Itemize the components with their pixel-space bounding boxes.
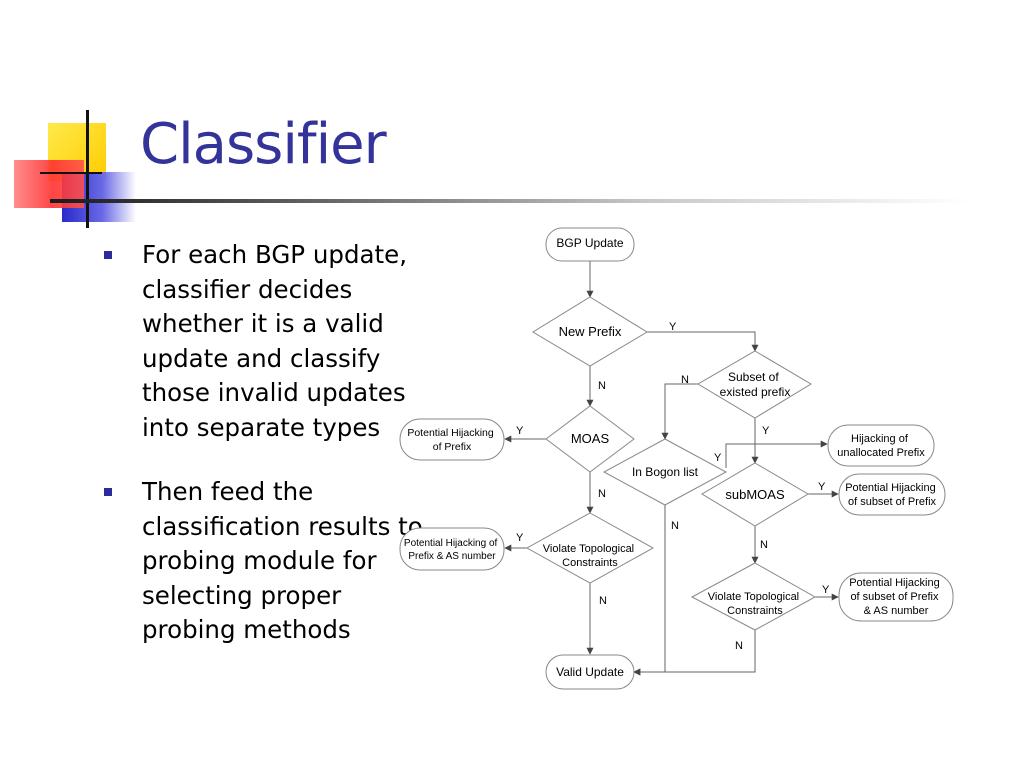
- node-violate-2-line: Constraints: [727, 605, 783, 617]
- svg-text:Potential Hijacking of P: Potential Hijacking of Prefix: [407, 427, 496, 453]
- edge-label-submoas-y: Y: [818, 481, 826, 493]
- node-violate-1-line: Violate Topological: [543, 543, 634, 555]
- svg-text:In Bogon list: In Bogon list: [632, 465, 699, 479]
- edge-violate2-n-to-valid: [633, 630, 756, 676]
- bullet-square-icon: [104, 488, 112, 496]
- title-underline: [50, 199, 970, 203]
- edge-label-subset-n: N: [681, 374, 689, 386]
- node-valid-update: Valid Update: [545, 654, 635, 690]
- bullet-text: Then feed the classification results to …: [142, 477, 423, 644]
- slide-title: Classifier: [140, 112, 387, 177]
- edge-label-bogon-n: N: [671, 520, 679, 532]
- svg-text:Potential Hijacking of P: Potential Hijacking of Prefix & AS numbe…: [404, 538, 500, 562]
- node-subset: Subset of existed prefix: [697, 350, 812, 419]
- node-unallocated-line: Hijacking of: [851, 433, 909, 445]
- node-hijack-subset-as-line: Potential Hijacking: [849, 577, 940, 589]
- edge-label-subset-y: Y: [762, 425, 770, 437]
- flowchart-edges: [504, 261, 839, 676]
- svg-text:Potential Hijacking of s: Potential Hijacking of subset of Prefix: [845, 482, 939, 508]
- node-new-prefix: New Prefix: [532, 296, 648, 367]
- edge-newprefix-y-to-subset: [647, 331, 759, 352]
- edge-label-moas-n: N: [598, 488, 606, 500]
- node-hijack-prefix: Potential Hijacking of Prefix: [399, 418, 505, 461]
- edge-label-bogon-y: Y: [714, 452, 722, 464]
- node-violate-2-line: Violate Topological: [708, 591, 799, 603]
- node-violate-topological-1: Violate Topological Constraints: [525, 512, 655, 584]
- node-violate-1-line: Constraints: [562, 557, 618, 569]
- bullet-item: For each BGP update, classifier decides …: [100, 238, 430, 445]
- node-hijack-prefix-line: of Prefix: [433, 441, 472, 453]
- node-moas-label: MOAS: [571, 431, 610, 446]
- node-hijack-subset-as-line: & AS number: [864, 605, 929, 617]
- node-valid-update-label: Valid Update: [556, 665, 624, 679]
- edge-label-moas-y: Y: [516, 425, 524, 437]
- svg-text:subMOAS: subMOAS: [725, 487, 785, 502]
- svg-text:Valid Update: Valid Update: [556, 665, 624, 679]
- node-violate-topological-2: Violate Topological Constraints: [690, 562, 817, 631]
- node-hijack-subset-line: of subset of Prefix: [848, 496, 937, 508]
- node-unallocated-line: unallocated Prefix: [837, 447, 925, 459]
- bullet-square-icon: [104, 251, 112, 259]
- edge-label-newprefix-n: N: [598, 380, 606, 392]
- node-subset-line: existed prefix: [720, 385, 791, 399]
- edge-label-violate1-n: N: [599, 595, 607, 607]
- svg-text:Violate Topological Cons: Violate Topological Constraints: [543, 543, 637, 569]
- edge-label-violate2-y: Y: [822, 584, 830, 596]
- node-hijack-subset-as-line: of subset of Prefix: [850, 591, 939, 603]
- node-submoas-label: subMOAS: [725, 487, 785, 502]
- node-hijack-prefix-as: Potential Hijacking of Prefix & AS numbe…: [399, 527, 505, 571]
- edge-subset-n-to-bogon: [661, 383, 698, 440]
- edge-label-submoas-n: N: [760, 539, 768, 551]
- node-hijack-prefix-line: Potential Hijacking: [407, 427, 494, 439]
- svg-text:New Prefix: New Prefix: [559, 324, 622, 339]
- decor-vertical-line: [86, 110, 89, 228]
- bullet-item: Then feed the classification results to …: [100, 475, 430, 648]
- bullet-text: For each BGP update, classifier decides …: [142, 240, 407, 442]
- svg-text:Potential Hijacking of s: Potential Hijacking of subset of Prefix …: [849, 577, 943, 617]
- node-new-prefix-label: New Prefix: [559, 324, 622, 339]
- node-submoas: subMOAS: [701, 462, 809, 527]
- svg-text:MOAS: MOAS: [571, 431, 610, 446]
- node-hijack-prefix-as-line: Potential Hijacking of: [404, 538, 498, 549]
- edge-bogon-n-to-valid: [633, 505, 666, 676]
- edge-label-violate1-y: Y: [516, 532, 524, 544]
- svg-text:Hijacking of unallocated: Hijacking of unallocated Prefix: [837, 433, 925, 459]
- edge-labels: Y N N Y Y N Y N Y N Y N Y N: [516, 321, 830, 652]
- node-hijack-subset-line: Potential Hijacking: [845, 482, 936, 494]
- bullet-list: For each BGP update, classifier decides …: [100, 238, 430, 678]
- edge-label-violate2-n: N: [735, 640, 743, 652]
- edge-label-newprefix-y: Y: [669, 321, 677, 333]
- node-bogon: In Bogon list: [602, 438, 728, 506]
- node-hijack-subset: Potential Hijacking of subset of Prefix: [838, 473, 946, 516]
- decor-horizontal-line: [40, 172, 102, 174]
- node-hijack-prefix-as-line: Prefix & AS number: [408, 551, 496, 562]
- svg-text:BGP Update: BGP Update: [556, 236, 623, 250]
- node-bgp-update: BGP Update: [545, 227, 635, 262]
- node-moas: MOAS: [545, 405, 635, 473]
- node-bogon-label: In Bogon list: [632, 465, 699, 479]
- svg-text:Subset of existed prefix: Subset of existed prefix: [720, 370, 791, 399]
- node-subset-line: Subset of: [728, 370, 779, 384]
- svg-text:Violate Topological Cons: Violate Topological Constraints: [708, 591, 802, 617]
- node-hijack-subset-as: Potential Hijacking of subset of Prefix …: [838, 572, 954, 622]
- node-unallocated: Hijacking of unallocated Prefix: [827, 424, 935, 467]
- edge-bogon-y-to-unallocated: [725, 440, 828, 468]
- node-bgp-update-label: BGP Update: [556, 236, 623, 250]
